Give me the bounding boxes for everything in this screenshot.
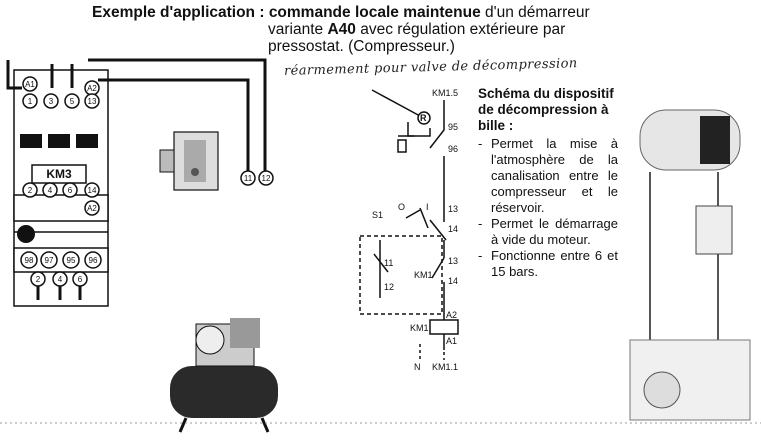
relay-terminal-96: 96 bbox=[89, 256, 98, 265]
label-n: N bbox=[414, 362, 421, 372]
description-list: Permet la mise à l'atmosphère de la cana… bbox=[478, 136, 618, 280]
label-14a: 14 bbox=[448, 224, 458, 234]
label-r: R bbox=[420, 113, 427, 123]
label-s1: S1 bbox=[372, 210, 383, 220]
header-title-rest: d'un démarreur bbox=[480, 4, 590, 21]
label-13b: 13 bbox=[448, 256, 458, 266]
label-km1-1: KM1.1 bbox=[432, 362, 458, 372]
label-13a: 13 bbox=[448, 204, 458, 214]
description-bullet: Fonctionne entre 6 et 15 bars. bbox=[478, 248, 618, 280]
header-line-2: variante A40 avec régulation extérieure … bbox=[268, 21, 565, 38]
header-label: Exemple d'application : bbox=[92, 4, 265, 21]
label-14b: 14 bbox=[448, 276, 458, 286]
terminal-top-13: 13 bbox=[88, 97, 97, 106]
decompression-description: Schéma du dispositif de décompression à … bbox=[478, 86, 618, 280]
pressostat-terminal-11: 11 bbox=[244, 174, 253, 183]
terminal-top-3: 3 bbox=[49, 97, 54, 106]
terminal-mid-4: 4 bbox=[48, 186, 53, 195]
terminal-mid-6: 6 bbox=[68, 186, 73, 195]
relay-terminal-97: 97 bbox=[45, 256, 54, 265]
compressor-photo bbox=[629, 109, 751, 421]
header-line2-post: avec régulation extérieure par bbox=[355, 21, 566, 38]
pressostat-terminal-12: 12 bbox=[262, 174, 271, 183]
label-km1-5: KM1.5 bbox=[432, 88, 458, 98]
header-line-3: pressostat. (Compresseur.) bbox=[268, 38, 455, 55]
label-km1-coil: KM1 bbox=[410, 323, 429, 333]
terminal-top-a2: A2 bbox=[87, 84, 97, 93]
description-bullet: Permet le démarrage à vide du moteur. bbox=[478, 216, 618, 248]
header-title-bold: commande locale maintenue bbox=[268, 4, 481, 21]
label-o: O bbox=[398, 202, 405, 212]
contactor-labels: A1 1 3 5 A2 13 KM3 2 4 6 14 A2 98 97 95 … bbox=[25, 80, 271, 284]
label-km1-contact: KM1 bbox=[414, 270, 433, 280]
description-title: Schéma du dispositif de décompression à … bbox=[478, 86, 614, 133]
terminal-mid-a2: A2 bbox=[87, 204, 97, 213]
terminal-bottom-6: 6 bbox=[78, 275, 83, 284]
application-header: Exemple d'application : commande locale … bbox=[92, 4, 732, 55]
label-a2: A2 bbox=[446, 310, 457, 320]
compressor-illustration bbox=[170, 318, 278, 433]
label-i: I bbox=[426, 202, 429, 212]
terminal-bottom-4: 4 bbox=[58, 275, 63, 284]
label-96: 96 bbox=[448, 144, 458, 154]
terminal-bottom-2: 2 bbox=[36, 275, 41, 284]
terminal-mid-2: 2 bbox=[28, 186, 33, 195]
label-a1: A1 bbox=[446, 336, 457, 346]
relay-terminal-95: 95 bbox=[67, 256, 76, 265]
label-11: 11 bbox=[384, 258, 393, 268]
description-bullet: Permet la mise à l'atmosphère de la cana… bbox=[478, 136, 618, 216]
terminal-top-1: 1 bbox=[28, 97, 33, 106]
header-line2-bold: A40 bbox=[327, 21, 356, 38]
terminal-mid-14: 14 bbox=[88, 186, 97, 195]
label-12: 12 bbox=[384, 282, 394, 292]
contactor-name: KM3 bbox=[46, 167, 72, 181]
decompression-schematic bbox=[359, 89, 459, 362]
relay-terminal-98: 98 bbox=[25, 256, 34, 265]
terminal-top-5: 5 bbox=[70, 97, 75, 106]
pressostat-device bbox=[159, 131, 219, 191]
header-line2-pre: variante bbox=[268, 21, 328, 38]
terminal-top-a1: A1 bbox=[25, 80, 35, 89]
schematic-labels: KM1.5 R 95 96 S1 O I 13 14 11 12 KM1 13 … bbox=[372, 88, 458, 372]
label-95: 95 bbox=[448, 122, 458, 132]
